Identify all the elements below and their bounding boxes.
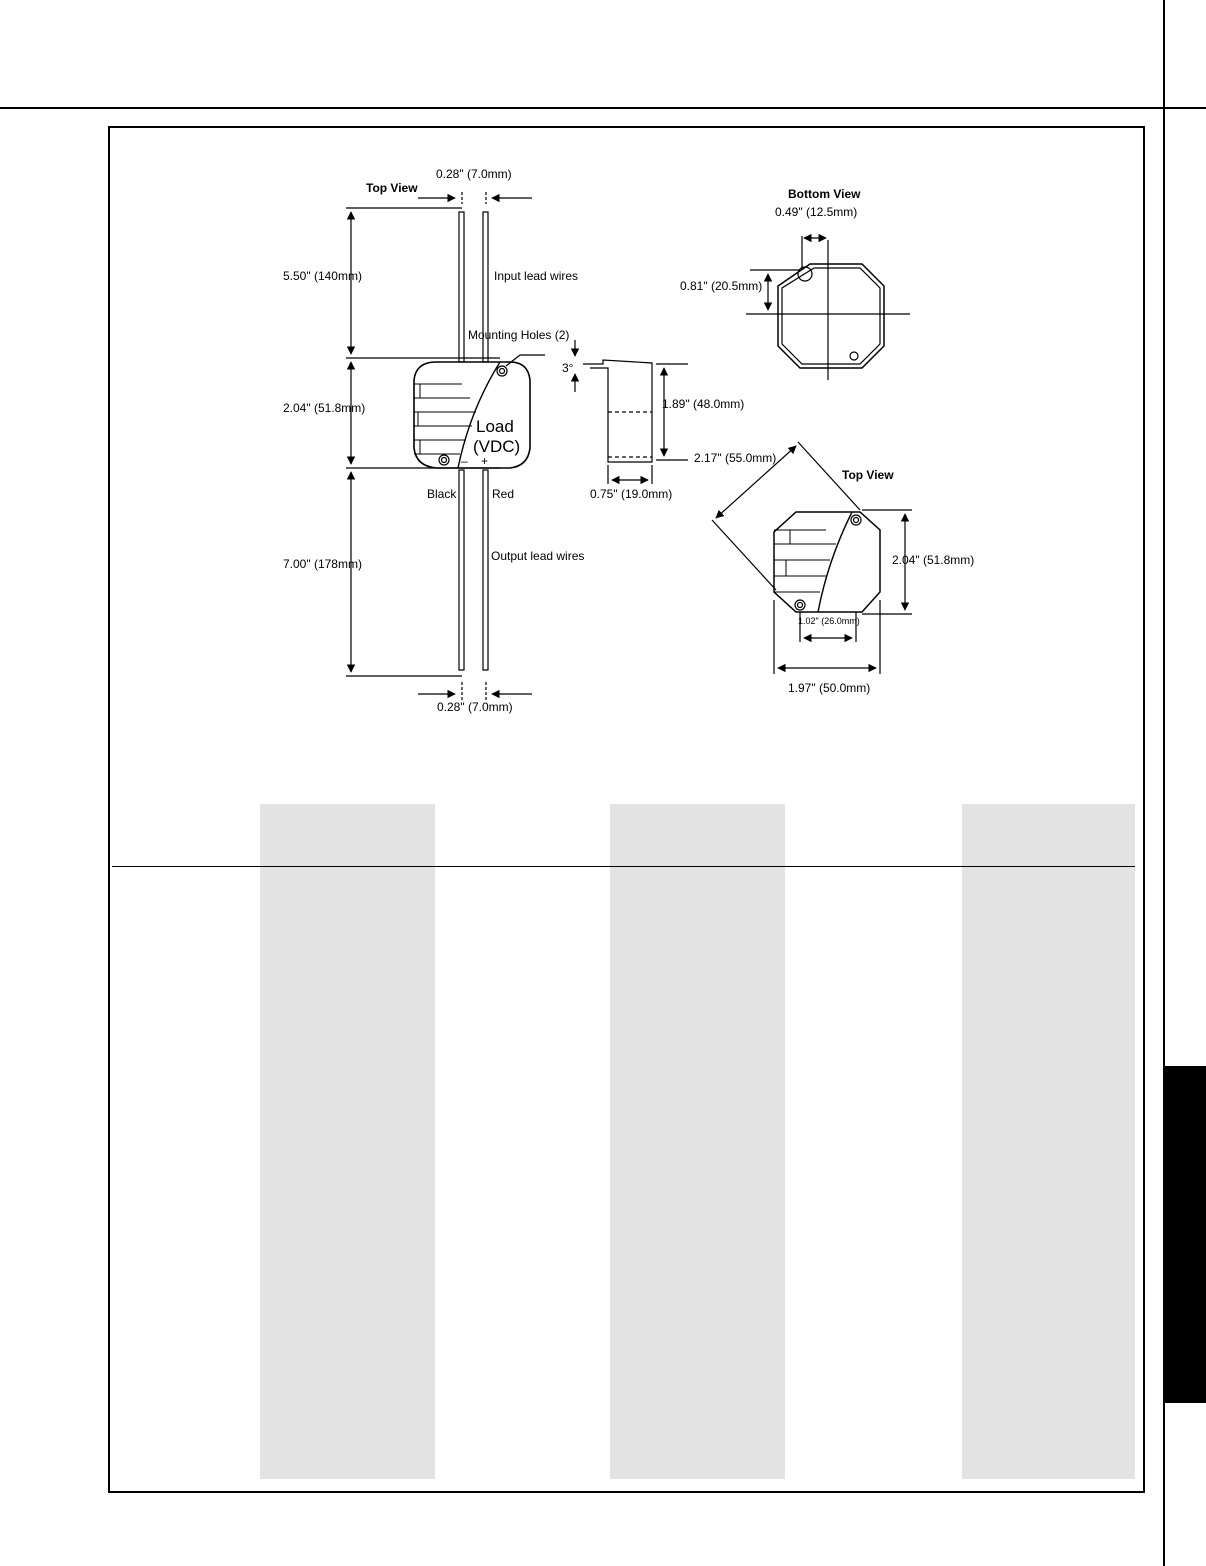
side-thickness-label: 0.75" (19.0mm) bbox=[590, 487, 672, 501]
top-view-left bbox=[346, 192, 545, 700]
minus-terminal-label: – bbox=[461, 454, 468, 468]
mounting-holes-label: Mounting Holes (2) bbox=[468, 328, 569, 342]
header-rule bbox=[0, 107, 1206, 109]
side-view bbox=[570, 340, 688, 485]
input-lead-wires-label: Input lead wires bbox=[494, 269, 578, 283]
input-length-label: 5.50" (140mm) bbox=[283, 269, 362, 283]
right-height-label: 2.04" (51.8mm) bbox=[892, 553, 974, 567]
table-column-band bbox=[962, 804, 1135, 1479]
content-frame bbox=[108, 126, 1145, 1493]
output-length-label: 7.00" (178mm) bbox=[283, 557, 362, 571]
load-label-line1: Load bbox=[476, 417, 514, 436]
table-column-band bbox=[610, 804, 785, 1479]
diagonal-label: 2.17" (55.0mm) bbox=[694, 451, 776, 465]
body-height-label: 2.04" (51.8mm) bbox=[283, 401, 365, 415]
top-view-right-title: Top View bbox=[842, 468, 894, 482]
top-view-right bbox=[711, 441, 912, 674]
load-label-line2: (VDC) bbox=[473, 437, 520, 456]
output-lead-wires-label: Output lead wires bbox=[491, 549, 584, 563]
lead-spacing-top-label: 0.28" (7.0mm) bbox=[436, 167, 512, 181]
drawing-labels: Top View 0.28" (7.0mm) 5.50" (140mm) Inp… bbox=[283, 167, 974, 714]
bottom-offset-y-label: 0.81" (20.5mm) bbox=[680, 279, 762, 293]
bottom-view-title: Bottom View bbox=[788, 187, 861, 201]
table-header-rule bbox=[112, 866, 1135, 867]
plus-terminal-label: + bbox=[481, 454, 488, 468]
top-view-left-title: Top View bbox=[366, 181, 418, 195]
lead-spacing-bottom-label: 0.28" (7.0mm) bbox=[437, 700, 513, 714]
right-margin-rule bbox=[1163, 0, 1165, 1566]
red-wire-label: Red bbox=[492, 487, 514, 501]
section-tab bbox=[1164, 1066, 1206, 1403]
side-angle-label: 3° bbox=[562, 361, 574, 375]
right-width-label: 1.97" (50.0mm) bbox=[788, 681, 870, 695]
hole-spacing-label: 1.02" (26.0mm) bbox=[798, 616, 860, 626]
dimension-drawing: Top View 0.28" (7.0mm) 5.50" (140mm) Inp… bbox=[283, 167, 974, 714]
bottom-offset-x-label: 0.49" (12.5mm) bbox=[775, 205, 857, 219]
bottom-view bbox=[746, 233, 910, 380]
side-height-label: 1.89" (48.0mm) bbox=[662, 397, 744, 411]
black-wire-label: Black bbox=[427, 487, 457, 501]
table-column-band bbox=[260, 804, 435, 1479]
